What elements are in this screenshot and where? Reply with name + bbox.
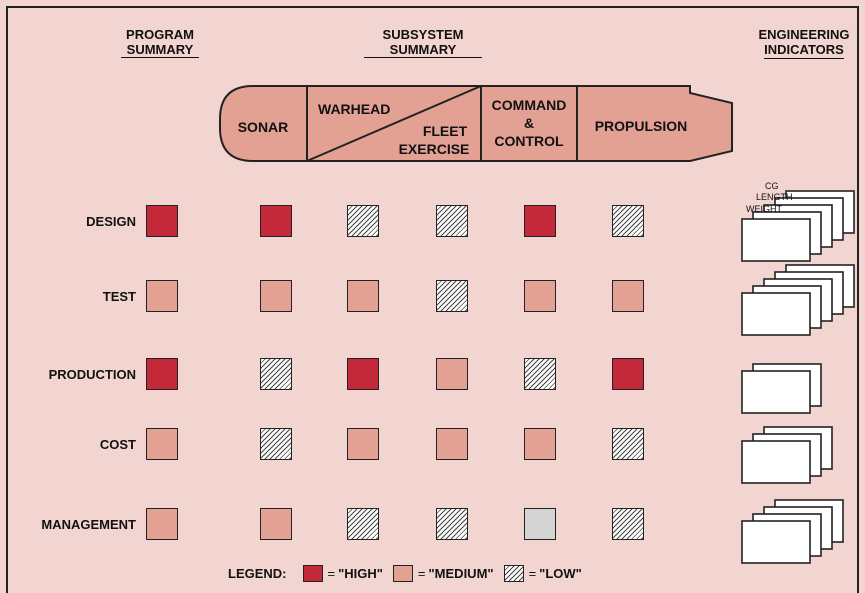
status-cell-design-propulsion [612,205,644,237]
legend-swatch-high [302,565,323,582]
status-cell-management-propulsion [612,508,644,540]
program-summary-line2: SUMMARY [120,42,200,58]
legend-label-high: "HIGH" [338,566,383,581]
engineering-indicators-line1: ENGINEERING [758,27,850,42]
status-cell-test-sonar [260,280,292,312]
status-cell-design-warhead [347,205,379,237]
status-cell-management-program [146,508,178,540]
status-cell-cost-command-control [524,428,556,460]
subsystem-summary-header: SUBSYSTEM SUMMARY [358,27,488,58]
legend-swatch-low [503,565,524,582]
row-label-test: TEST [102,289,136,304]
legend-label-medium: "MEDIUM" [428,566,494,581]
status-cell-production-fleet-exercise [436,358,468,390]
status-cell-cost-warhead [347,428,379,460]
status-cell-cost-sonar [260,428,292,460]
status-cell-design-program [146,205,178,237]
status-cell-production-warhead [347,358,379,390]
legend-high: = "HIGH" [302,565,383,582]
subsystem-summary-line1: SUBSYSTEM [382,27,464,42]
status-cell-cost-fleet-exercise [436,428,468,460]
legend-label-low: "LOW" [539,566,582,581]
program-summary-header: PROGRAM SUMMARY [115,27,205,58]
status-cell-cost-propulsion [612,428,644,460]
legend-medium: = "MEDIUM" [392,565,494,582]
subsystem-summary-line2: SUMMARY [363,42,483,58]
status-cell-production-sonar [260,358,292,390]
engineering-indicators-header: ENGINEERING INDICATORS [748,27,860,59]
legend-swatch-medium [392,565,413,582]
legend-low: = "LOW" [503,565,582,582]
status-cell-production-command-control [524,358,556,390]
status-cell-cost-program [146,428,178,460]
status-cell-management-sonar [260,508,292,540]
status-cell-test-warhead [347,280,379,312]
row-label-design: DESIGN [86,214,136,229]
status-cell-design-sonar [260,205,292,237]
status-cell-management-fleet-exercise [436,508,468,540]
legend-eq-high: = [327,566,336,581]
status-cell-test-fleet-exercise [436,280,468,312]
row-label-cost: COST [99,437,136,452]
status-cell-test-program [146,280,178,312]
legend: LEGEND: = "HIGH" = "MEDIUM" = "LOW" [228,565,586,582]
engineering-indicators-line2: INDICATORS [764,42,844,59]
row-label-production: PRODUCTION [48,367,136,382]
program-summary-line1: PROGRAM [126,27,194,42]
status-cell-production-propulsion [612,358,644,390]
status-cell-test-propulsion [612,280,644,312]
status-cell-management-command-control [524,508,556,540]
legend-eq-low: = [528,566,537,581]
status-cell-management-warhead [347,508,379,540]
legend-title: LEGEND: [228,566,287,581]
status-cell-production-program [146,358,178,390]
status-cell-test-command-control [524,280,556,312]
legend-eq-medium: = [417,566,426,581]
row-label-management: MANAGEMENT [41,517,136,532]
status-cell-design-fleet-exercise [436,205,468,237]
status-cell-design-command-control [524,205,556,237]
